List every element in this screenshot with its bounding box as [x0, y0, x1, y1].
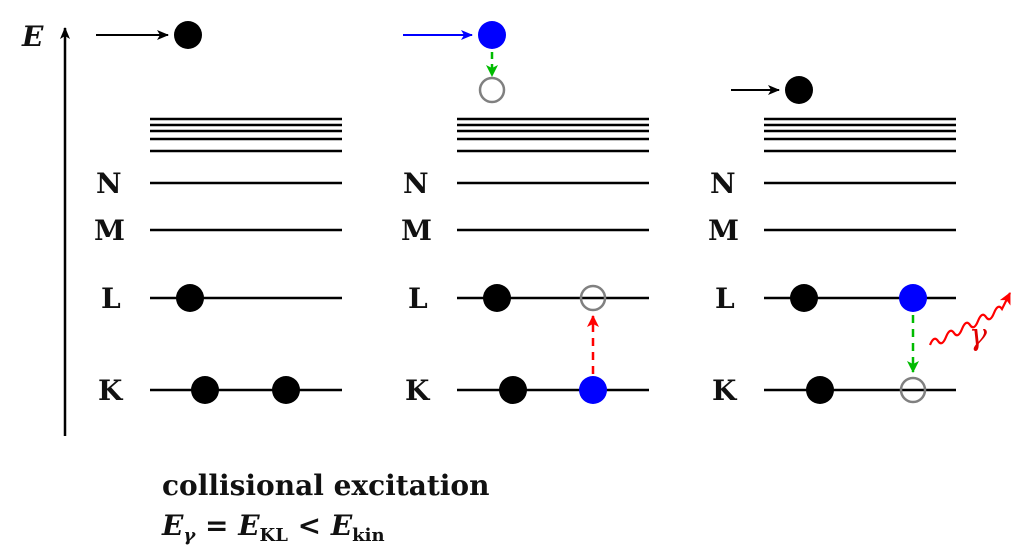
continuum-levels — [764, 117, 956, 153]
panel-excitation: N M L K — [401, 21, 649, 407]
k-shell-electron — [499, 376, 527, 404]
formula-e-gamma: E — [162, 509, 184, 542]
formula-equals: = — [195, 509, 239, 542]
projectile-final-position — [478, 76, 506, 104]
level-label-k: K — [712, 374, 738, 407]
k-shell-electron — [191, 376, 219, 404]
k-shell-electron — [806, 376, 834, 404]
continuum-levels — [150, 117, 342, 153]
caption-title: collisional excitation — [162, 469, 490, 502]
excited-electron — [899, 284, 927, 312]
level-label-n: N — [96, 167, 122, 200]
caption: collisional excitation Eγ = EKL < Ekin — [162, 466, 489, 546]
level-label-k: K — [98, 374, 124, 407]
l-shell-electron — [176, 284, 204, 312]
projectile-electron — [785, 76, 813, 104]
formula-e-kin: E — [330, 509, 353, 542]
caption-formula: Eγ = EKL < Ekin — [162, 506, 489, 546]
level-label-l: L — [408, 282, 428, 315]
level-label-k: K — [405, 374, 431, 407]
level-label-m: M — [401, 214, 432, 247]
panel-before-collision: N M L K — [94, 21, 342, 407]
projectile-electron — [174, 21, 202, 49]
photon-wave — [928, 292, 1011, 346]
level-label-l: L — [715, 282, 735, 315]
formula-e-kl: E — [238, 509, 260, 542]
excited-electron — [579, 376, 607, 404]
k-shell-vacancy — [899, 376, 927, 404]
energy-axis-label: E — [21, 20, 44, 53]
gamma-label: γ — [969, 318, 987, 353]
formula-kin-subscript: kin — [352, 525, 385, 546]
level-label-n: N — [403, 167, 429, 200]
l-shell-vacancy — [579, 284, 607, 312]
formula-less-than: < — [287, 509, 331, 542]
l-shell-electron — [483, 284, 511, 312]
formula-gamma-subscript: γ — [183, 525, 196, 546]
formula-kl-subscript: KL — [259, 525, 288, 546]
level-label-m: M — [708, 214, 739, 247]
panel-radiative-decay: N M L γ K — [708, 76, 1011, 407]
projectile-electron — [478, 21, 506, 49]
l-shell-electron — [790, 284, 818, 312]
level-label-m: M — [94, 214, 125, 247]
level-label-l: L — [101, 282, 121, 315]
k-shell-electron — [272, 376, 300, 404]
level-label-n: N — [710, 167, 736, 200]
continuum-levels — [457, 117, 649, 153]
